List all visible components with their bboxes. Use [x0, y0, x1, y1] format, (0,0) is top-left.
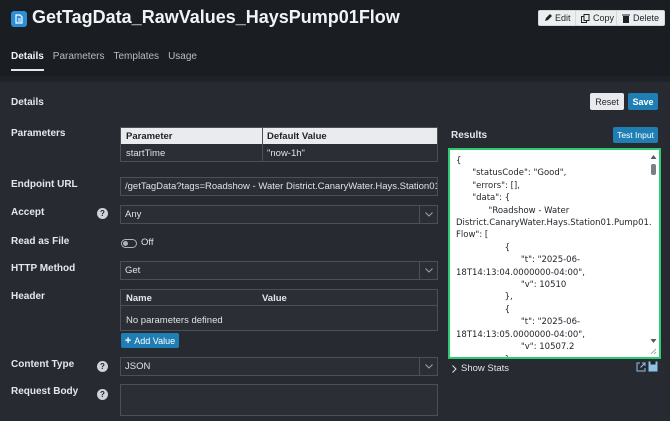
column-header-value: Value: [262, 293, 287, 304]
accept-value: Any: [125, 209, 142, 220]
open-external-icon[interactable]: [636, 362, 646, 372]
json-line: {: [456, 156, 462, 166]
read-as-file-state: Off: [141, 237, 154, 248]
json-line: "t": "2025-06-: [456, 317, 581, 328]
save-button[interactable]: Save: [628, 93, 658, 110]
page-title: GetTagData_RawValues_HaysPump01Flow: [32, 7, 400, 27]
parameter-name-cell[interactable]: startTime: [126, 148, 166, 159]
delete-button[interactable]: Delete: [616, 10, 666, 26]
plus-icon: +: [124, 334, 132, 347]
results-json: { "statusCode": "Good", "errors": [], "d…: [456, 155, 652, 358]
endpoint-icon: [11, 11, 27, 27]
read-as-file-toggle[interactable]: [121, 239, 137, 248]
help-icon[interactable]: ?: [97, 361, 108, 372]
json-line: "data": {: [456, 193, 511, 204]
scroll-up-icon[interactable]: [650, 154, 657, 160]
column-header-parameter: Parameter: [126, 131, 173, 142]
json-line: },: [456, 292, 513, 303]
accept-select[interactable]: Any: [120, 205, 438, 224]
show-stats-label: Show Stats: [461, 363, 510, 374]
parameters-table: Parameter Default Value startTime "now-1…: [120, 127, 438, 162]
parameter-default-cell[interactable]: "now-1h": [267, 148, 305, 159]
request-body-label: Request Body: [11, 386, 79, 397]
empty-state-text: No parameters defined: [126, 315, 223, 326]
header-table-header: Name Value: [121, 290, 437, 306]
http-method-select[interactable]: Get: [120, 261, 438, 280]
header-label: Header: [11, 291, 45, 302]
add-value-button[interactable]: + Add Value: [121, 333, 179, 348]
chevron-down-icon: [419, 358, 437, 375]
header-table: Name Value No parameters defined: [120, 289, 438, 331]
chevron-down-icon: [419, 262, 437, 279]
tab-bar: Details Parameters Templates Usage: [11, 51, 206, 71]
json-line: "v": 10507.2: [456, 342, 575, 353]
tab-parameters[interactable]: Parameters: [52, 51, 105, 62]
tab-usage[interactable]: Usage: [168, 51, 197, 62]
json-line: "v": 10510: [456, 280, 567, 291]
help-icon[interactable]: ?: [97, 208, 108, 219]
tab-details[interactable]: Details: [11, 51, 44, 71]
request-body-input[interactable]: [120, 384, 438, 416]
top-bar: GetTagData_RawValues_HaysPump01Flow Edit…: [0, 0, 670, 76]
http-method-label: HTTP Method: [11, 263, 76, 274]
content-type-label: Content Type: [11, 359, 75, 370]
json-line: 18T14:13:05.0000000-04:00",: [456, 329, 585, 340]
delete-button-label: Delete: [633, 13, 660, 23]
section-title: Details: [11, 97, 44, 108]
http-method-value: Get: [125, 265, 141, 276]
pencil-icon: [545, 14, 552, 21]
parameters-label: Parameters: [11, 128, 66, 139]
endpoint-url-label: Endpoint URL: [11, 179, 78, 190]
help-icon[interactable]: ?: [97, 389, 108, 400]
copy-button-label: Copy: [593, 13, 615, 23]
json-line: "Roadshow - Water: [456, 205, 570, 216]
chevron-right-icon: [452, 364, 457, 373]
json-line: "statusCode": "Good",: [456, 168, 567, 179]
json-line: },: [456, 354, 648, 358]
results-output[interactable]: { "statusCode": "Good", "errors": [], "d…: [448, 148, 661, 359]
edit-button[interactable]: Edit: [538, 10, 577, 26]
column-header-default-value: Default Value: [267, 131, 327, 142]
json-line: {: [456, 304, 511, 315]
read-as-file-label: Read as File: [11, 236, 70, 247]
content-type-select[interactable]: JSON: [120, 357, 438, 376]
json-line: Flow": [: [456, 230, 489, 241]
json-line: {: [456, 242, 511, 253]
parameters-table-header: Parameter Default Value: [121, 128, 437, 144]
json-line: 18T14:13:04.0000000-04:00",: [456, 267, 585, 278]
edit-button-label: Edit: [555, 13, 571, 23]
results-label: Results: [451, 130, 488, 141]
copy-icon: [581, 13, 590, 23]
results-scrollbar[interactable]: [650, 154, 657, 344]
show-stats-toggle[interactable]: Show Stats: [452, 363, 509, 374]
scroll-down-icon[interactable]: [650, 338, 657, 344]
json-line: District.CanaryWater.Hays.Station01.Pump…: [456, 218, 652, 229]
save-to-file-icon[interactable]: [648, 361, 658, 372]
resize-grip-icon[interactable]: [649, 347, 657, 355]
json-line: "errors": [],: [456, 180, 520, 191]
copy-button[interactable]: Copy: [575, 10, 621, 26]
add-value-label: Add Value: [134, 335, 176, 346]
scroll-thumb[interactable]: [651, 164, 656, 175]
tab-templates[interactable]: Templates: [113, 51, 160, 62]
chevron-down-icon: [419, 206, 437, 223]
test-input-button[interactable]: Test Input: [613, 127, 658, 143]
content-type-value: JSON: [125, 361, 151, 372]
reset-button[interactable]: Reset: [590, 93, 624, 110]
column-header-name: Name: [126, 293, 152, 304]
json-line: "t": "2025-06-: [456, 255, 581, 266]
accept-label: Accept: [11, 207, 45, 218]
trash-icon: [622, 14, 630, 23]
endpoint-url-input[interactable]: /getTagData?tags=Roadshow - Water Distri…: [120, 177, 438, 196]
